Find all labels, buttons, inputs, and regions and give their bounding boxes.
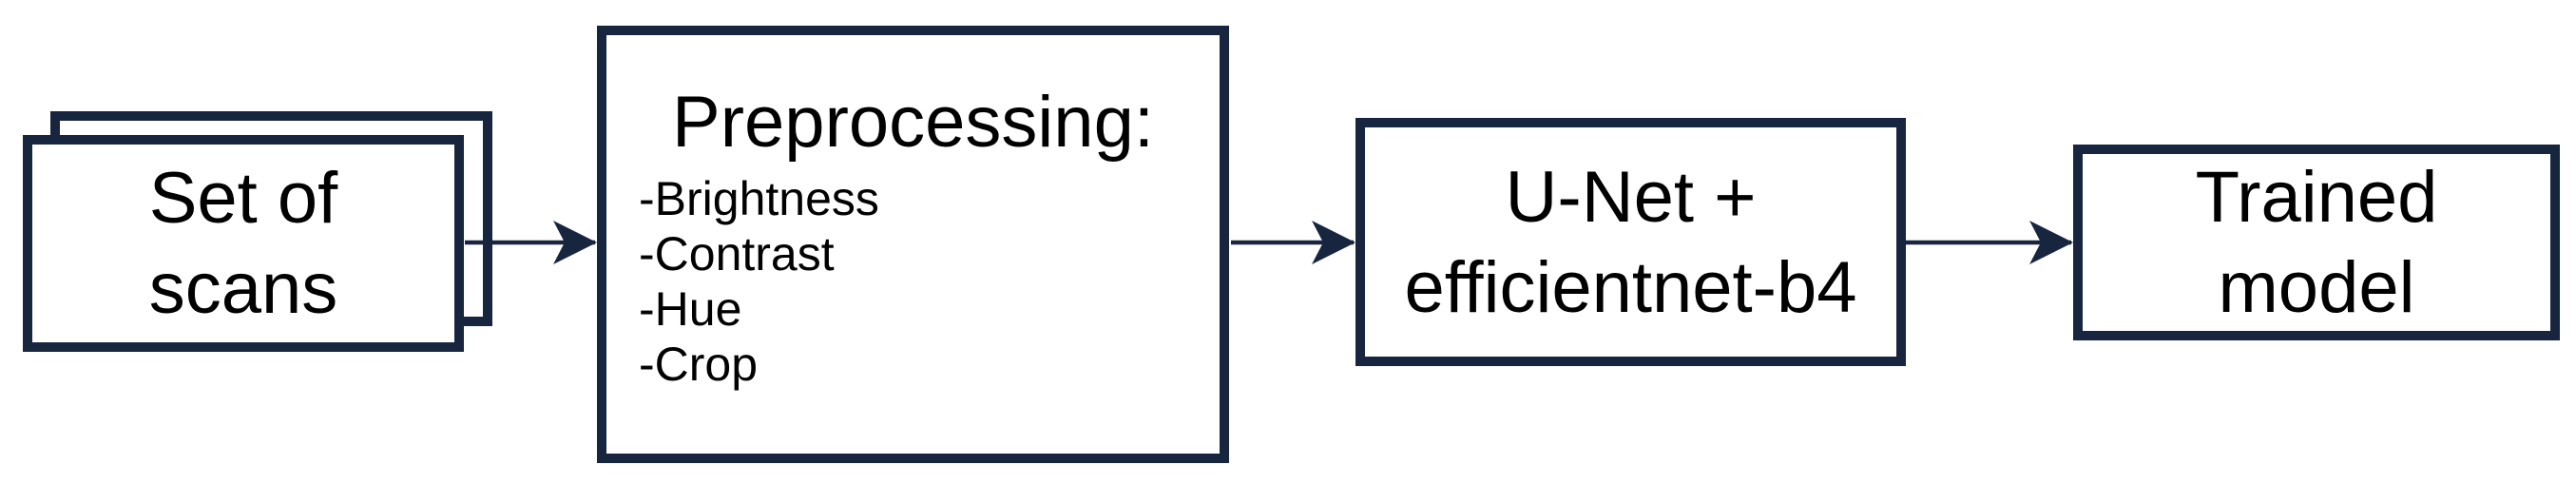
set-of-scans-label-line2: scans [148, 248, 338, 329]
preprocessing-step-contrast: -Contrast [639, 227, 835, 281]
trained-model-label: Trained model [2083, 154, 2550, 331]
preprocessing-step-brightness: -Brightness [639, 172, 879, 226]
set-of-scans-label: Set of scans [32, 145, 454, 342]
set-of-scans-label-line1: Set of [148, 158, 338, 239]
trained-model-label-line1: Trained [2195, 157, 2438, 238]
preprocessing-step-crop: -Crop [639, 338, 759, 392]
node-unet-efficientnet: U-Net + efficientnet-b4 [1355, 118, 1906, 366]
unet-label-line1: U-Net + [1505, 156, 1757, 238]
trained-model-label-line2: model [2218, 247, 2415, 328]
node-trained-model: Trained model [2073, 145, 2560, 340]
preprocessing-step-list: -Brightness -Contrast -Hue -Crop [606, 171, 1220, 392]
unet-label: U-Net + efficientnet-b4 [1365, 127, 1896, 357]
unet-label-line2: efficientnet-b4 [1404, 246, 1857, 328]
preprocessing-title: Preprocessing: [672, 82, 1154, 163]
node-set-of-scans: Set of scans [23, 135, 464, 352]
node-preprocessing: Preprocessing: -Brightness -Contrast -Hu… [597, 26, 1229, 463]
preprocessing-step-hue: -Hue [639, 282, 742, 337]
